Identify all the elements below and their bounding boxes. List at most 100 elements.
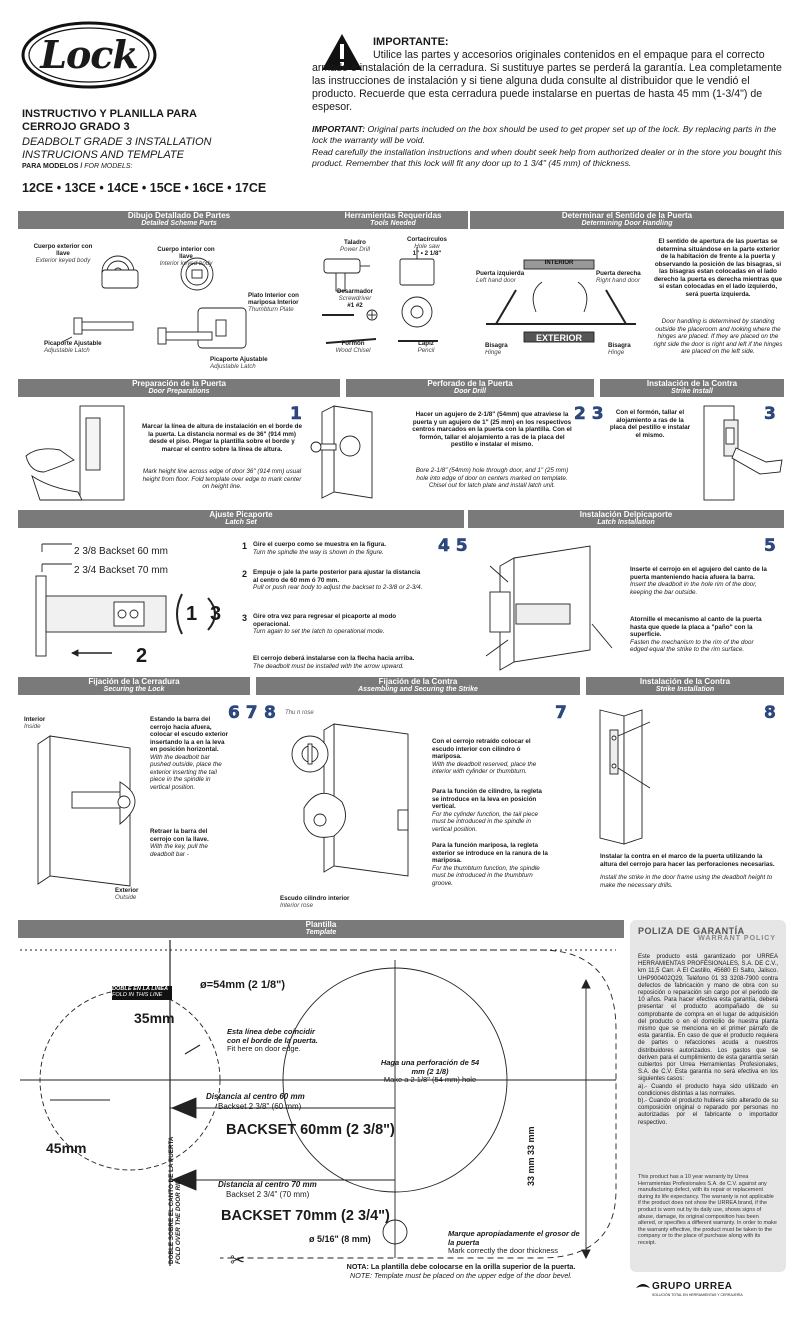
tools-illustration <box>322 247 438 344</box>
part-label-en: Interior keyed body <box>159 260 213 267</box>
section-bar-latch-set: Ajuste Picaporte Latch Set <box>18 510 464 528</box>
template-fold-en: FOLD IN THIS LINE <box>112 992 163 998</box>
latch-step-1: 1 Gire el cuerpo como se muestra en la f… <box>242 541 427 556</box>
assembling-text-en: For the thumbturn function, the spindle … <box>432 864 540 887</box>
assembling-text-es: Con el cerrojo retraído colocar el escud… <box>432 738 531 760</box>
section-title: Herramientas Requeridas <box>344 211 442 220</box>
strike-install-step-number: 3 <box>764 404 776 425</box>
assembling-text-en: With the deadbolt reserved, place the in… <box>432 760 537 776</box>
strike-install-illustration <box>703 405 783 501</box>
template-dist-es: Distancia al centro 70 mm <box>218 1180 317 1189</box>
tool-label-en: Hole saw <box>414 243 440 250</box>
section-bar-tools: Herramientas Requeridas Tools Needed <box>318 211 468 229</box>
section-bar-parts: Dibujo Detallado De Partes Detailed Sche… <box>18 211 340 229</box>
section-subtitle: Tools Needed <box>370 220 416 227</box>
part-label-plate: Plato Interior con mariposa Interior Thu… <box>248 292 310 313</box>
template-vertical-fold: DOBLE SOBRE EL CANTO DE LA PUERTA FOLD O… <box>168 1104 182 1264</box>
securing-label-en: Inside <box>24 723 41 730</box>
section-title: Instalación Delpicaporte <box>579 510 673 519</box>
important-en: IMPORTANT: Original parts included on th… <box>312 124 786 169</box>
securing-text-1: Estando la barra del cerrojo hacia afuer… <box>150 716 230 791</box>
prep-text-es: Marcar la línea de altura de instalación… <box>142 423 302 453</box>
securing-text-es: Retraer la barra del cerrojo con la llav… <box>150 828 209 843</box>
important-text-en-2: Read carefully the installation instruct… <box>312 146 782 168</box>
assembling-rose: Escudo cilindro interior Interior rose <box>280 895 349 909</box>
models-label-es: PARA MODELOS / <box>22 163 83 170</box>
latch-install-text-1: Inserte el cerrojo en el agujero del can… <box>630 566 770 596</box>
handing-exterior: EXTERIOR <box>535 333 582 343</box>
securing-text-en: With the key, pull the deadbolt bar - <box>150 843 208 858</box>
step-text-es: Gire el cuerpo como se muestra en la fig… <box>253 541 386 548</box>
assembling-text-2: Para la función de cilindro, la regleta … <box>432 788 550 833</box>
drill-illustration <box>310 405 373 499</box>
section-title: Preparación de la Puerta <box>132 379 226 388</box>
handing-hinge-right: Bisagra Hinge <box>608 342 648 356</box>
handing-label-es: Puerta izquierda <box>476 270 525 277</box>
title-es-line1: INSTRUCTIVO Y PLANILLA PARA <box>22 108 197 120</box>
strike-installation-text-en: Install the strike in the door frame usi… <box>600 874 773 889</box>
strike-installation-illustration <box>599 709 651 845</box>
section-subtitle: Securing the Lock <box>103 686 165 693</box>
handing-label-es: Bisagra <box>608 342 631 349</box>
securing-exterior: Exterior Outside <box>115 887 138 901</box>
handing-text-en: Door handling is determined by standing … <box>653 318 783 355</box>
warning-icon <box>322 34 362 70</box>
template-dist-en: Backset 2 3/4" (70 mm) <box>226 1189 310 1199</box>
warranty-title: POLIZA DE GARANTÍA <box>638 926 745 936</box>
tool-label-en: Pencil <box>417 347 435 354</box>
template-dist-en: Backset 2 3/8" (60 mm) <box>218 1101 302 1111</box>
section-bar-strike-install: Instalación de la Contra Strike Install <box>600 379 784 397</box>
part-label-en: Adjustable Latch <box>44 347 90 354</box>
strike-installation-text-es: Instalar la contra en el marco de la pue… <box>600 853 775 868</box>
securing-interior: Interior Inside <box>24 716 45 730</box>
warranty-text-es-a: a).- Cuando el producto haya sido utiliz… <box>638 1083 778 1097</box>
securing-text-en: With the deadbolt bar pushed outside, pl… <box>150 753 222 791</box>
template-dist-70: Distancia al centro 70 mm Backset 2 3/4"… <box>218 1180 317 1199</box>
step-text-en: Pull or push rear body to adjust the bac… <box>253 584 423 591</box>
template-note: NOTA: La plantilla debe colocarse en la … <box>326 1262 596 1280</box>
template-drawing <box>20 940 617 1266</box>
step-text-es: Gire otra vez para regresar el picaporte… <box>253 613 397 628</box>
section-subtitle: Door Preparations <box>148 388 210 395</box>
tool-label-es: Formón <box>341 340 365 347</box>
latch-note-en: The deadbolt must be installed with the … <box>253 662 404 670</box>
important-text-en-1: Original parts included on the box shoul… <box>312 124 777 146</box>
section-title: Instalación de la Contra <box>639 677 731 686</box>
warranty-text-es-b: b).- Cuando el producto hubiera sido alt… <box>638 1098 778 1126</box>
section-bar-latch-install: Instalación Delpicaporte Latch Installat… <box>468 510 784 528</box>
part-label-en: Adjustable Latch <box>210 363 256 370</box>
section-bar-template: Plantilla Template <box>18 920 624 938</box>
section-subtitle: Strike Install <box>671 388 713 395</box>
tool-label-en: Power Drill <box>340 246 370 253</box>
handing-label-en: Hinge <box>485 349 502 356</box>
template-fold-label: DOBLE EN LA LÍNEA FOLD IN THIS LINE <box>112 986 172 998</box>
brand-name: GRUPO URREA <box>652 1281 733 1292</box>
latch-install-text-es: Atornille el mecanismo al canto de la pu… <box>630 616 762 638</box>
models-list: 12CE • 13CE • 14CE • 15CE • 16CE • 17CE <box>22 181 267 195</box>
part-label-exterior: Cuerpo exterior con llave Exterior keyed… <box>28 243 98 264</box>
securing-text-es: Estando la barra del cerrojo hacia afuer… <box>150 716 229 753</box>
template-backset-60: BACKSET 60mm (2 3/8") <box>226 1122 395 1138</box>
handing-right: Puerta derecha Right hand door <box>596 270 656 284</box>
template-vertical-en: FOLD OVER THE DOOR RIM <box>175 1178 182 1264</box>
template-note-en: NOTE: Template must be placed on the upp… <box>350 1271 572 1280</box>
section-bar-drill: Perforado de la Puerta Door Drill <box>346 379 594 397</box>
brand-tagline: SOLUCIÓN TOTAL EN HERRAMIENTAS Y CERRAJE… <box>652 1293 743 1297</box>
section-title: Fijación de la Contra <box>378 677 458 686</box>
warranty-text-es: Este producto está garantizado por URREA… <box>638 954 778 1127</box>
tool-label-pencil: Lápiz Pencil <box>404 340 448 354</box>
section-subtitle: Latch Installation <box>597 519 655 526</box>
securing-step-number: 6 7 <box>228 703 258 724</box>
part-label-es: Cuerpo interior con llave <box>157 246 215 260</box>
template-note-es: NOTA: La plantilla debe colocarse en la … <box>346 1262 576 1271</box>
template-hole-note: Haga una perforación de 54 mm (2 1/8) Ma… <box>375 1058 485 1085</box>
thumbturn-rose-label: Thu n rose <box>285 710 314 716</box>
title-en-line2: INSTRUCIONS AND TEMPLATE <box>22 149 184 161</box>
latch-install-step-left: 4 5 <box>438 536 468 557</box>
assembling-text-en: For the cylinder function, the tail piec… <box>432 810 539 833</box>
tool-label-es: Lápiz <box>418 340 434 347</box>
section-title: Instalación de la Contra <box>646 379 738 388</box>
latch-install-text-en: Insert the deadbolt in the hole rim of t… <box>630 581 757 596</box>
handing-label-en: Left hand door <box>476 277 516 284</box>
part-label-es: Picaporte Ajustable <box>44 340 102 347</box>
